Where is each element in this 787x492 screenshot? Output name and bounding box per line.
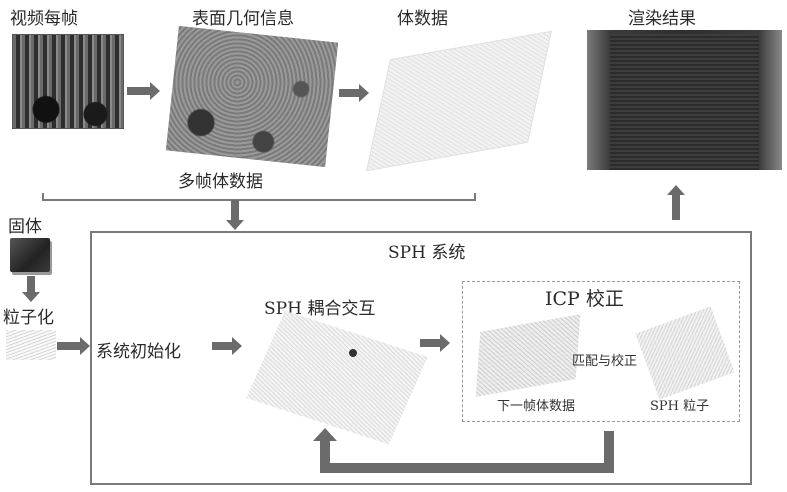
label-volume-data: 体数据 — [397, 9, 448, 29]
label-sph-particles: SPH 粒子 — [650, 399, 710, 414]
label-sph-coupling: SPH 耦合交互 — [264, 299, 376, 319]
render-result-surface — [610, 34, 759, 170]
surface-geometry-image — [165, 25, 339, 168]
icp-title: ICP 校正 — [545, 288, 624, 310]
arrow-solid-to-particlize — [22, 276, 40, 302]
solid-cube-image — [10, 238, 50, 272]
label-multi-frame-volume: 多帧体数据 — [178, 172, 263, 192]
solid-particle-dot — [349, 349, 357, 357]
arrow-video-to-surface — [127, 82, 160, 100]
feedback-arrow-down-segment — [604, 431, 614, 473]
label-next-frame-volume: 下一帧体数据 — [497, 399, 576, 414]
arrow-coupling-to-icp — [420, 334, 450, 352]
label-match-correct: 匹配与校正 — [572, 354, 638, 369]
arrow-init-to-coupling — [212, 337, 242, 355]
label-video-frames: 视频每帧 — [10, 9, 78, 29]
particles-image — [6, 330, 56, 360]
feedback-arrow-up-segment — [320, 440, 330, 473]
video-frame-image — [12, 34, 124, 129]
icp-correction-box — [462, 281, 740, 422]
arrow-multi-frame-to-sph — [226, 200, 244, 230]
arrow-sph-to-render — [667, 185, 685, 220]
render-result-image — [587, 30, 782, 170]
volume-data-image — [366, 30, 552, 172]
feedback-arrow-horizontal-segment — [320, 463, 614, 473]
label-particlize: 粒子化 — [3, 308, 54, 328]
arrow-particles-to-init — [57, 337, 90, 355]
multi-frame-bracket — [42, 193, 476, 201]
sph-system-box — [90, 231, 752, 485]
feedback-arrow-head — [313, 428, 337, 441]
label-solid: 固体 — [8, 217, 42, 237]
label-render-result: 渲染结果 — [628, 9, 696, 29]
sph-system-title: SPH 系统 — [388, 243, 466, 263]
arrow-surface-to-volume — [339, 84, 369, 102]
label-surface-geometry: 表面几何信息 — [192, 9, 294, 29]
label-system-init: 系统初始化 — [96, 342, 181, 362]
